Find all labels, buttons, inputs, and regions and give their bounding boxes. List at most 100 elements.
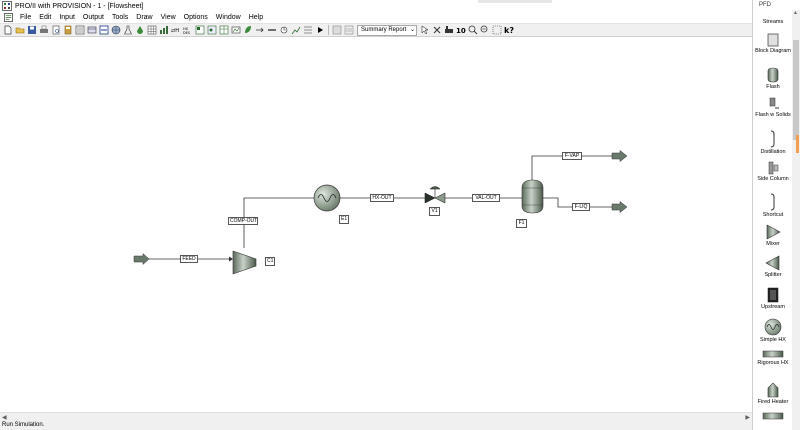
bar-chart-icon [159, 26, 168, 34]
menu-tools[interactable]: Tools [111, 14, 129, 21]
leaf-icon [244, 26, 251, 33]
new-file-button[interactable] [2, 25, 13, 36]
menu-help[interactable]: Help [248, 14, 264, 21]
stream-line-comp-out[interactable] [243, 197, 314, 248]
save-button[interactable] [26, 25, 37, 36]
scroll-right-icon[interactable]: ▶ [745, 415, 750, 421]
close-icon [433, 26, 440, 34]
palette-item-next[interactable] [753, 412, 793, 420]
document-icon[interactable] [4, 13, 13, 22]
unit-label-v1[interactable]: V1 [429, 207, 440, 216]
unit-label-c1[interactable]: C1 [265, 257, 275, 266]
palette-item-splitter[interactable]: Splitter [753, 255, 793, 278]
layout-button[interactable] [194, 25, 205, 36]
product-arrow-f-liq-icon[interactable] [611, 200, 628, 214]
pfd-palette: PFD Streams Block Diagram Flash Flash w … [752, 0, 800, 430]
menu-window[interactable]: Window [215, 14, 241, 21]
stream-line-f-vap[interactable] [531, 155, 612, 181]
pointer-button[interactable] [419, 25, 430, 36]
product-arrow-f-vap-icon[interactable] [611, 149, 628, 163]
stream-label-val-out[interactable]: VAL-OUT [472, 194, 500, 202]
pfd-button[interactable] [206, 25, 217, 36]
palette-item-label: Simple HX [760, 337, 786, 343]
delete-button[interactable] [431, 25, 442, 36]
menu-draw[interactable]: Draw [136, 14, 153, 21]
status-bar: Run Simulation. [0, 421, 752, 430]
palette-item-flash-solids[interactable]: Flash w Solids [753, 97, 793, 118]
palette-resize-handle[interactable] [796, 135, 799, 153]
components-button[interactable] [74, 25, 85, 36]
app-icon [2, 1, 12, 11]
palette-item-side-column[interactable]: Side Column [753, 161, 793, 182]
palette-scrollbar[interactable]: ▲ [792, 10, 800, 430]
palette-item-flash[interactable]: Flash [753, 67, 793, 90]
menu-view[interactable]: View [160, 14, 176, 21]
stream-label-f-liq[interactable]: F-LIQ [572, 203, 590, 211]
stream-label-comp-out[interactable]: COMP-OUT [228, 217, 258, 225]
thermo-button[interactable] [86, 25, 97, 36]
window-title: PRO/II with PROVISION - 1 - [Flowsheet] [15, 2, 144, 10]
heat-exchanger-e1[interactable] [313, 184, 341, 212]
palette-item-shortcut[interactable]: Shortcut [753, 193, 793, 218]
palette-item-rigorous-hx[interactable]: Rigorous HX [753, 349, 793, 366]
palette-item-distillation[interactable]: Distillation [753, 130, 793, 155]
grid-button[interactable] [146, 25, 157, 36]
controller-button[interactable] [278, 25, 289, 36]
horizontal-scrollbar[interactable]: ◀ ▶ [0, 412, 752, 421]
stream-label-feed[interactable]: FEED [180, 255, 198, 263]
bullets-button[interactable] [302, 25, 313, 36]
print-button[interactable] [38, 25, 49, 36]
stream-data-button[interactable] [98, 25, 109, 36]
hx-tool-button[interactable]: ⇄H [170, 25, 181, 36]
palette-item-streams[interactable]: Streams [753, 18, 793, 25]
scroll-up-icon[interactable]: ▲ [793, 10, 798, 16]
open-file-button[interactable] [14, 25, 25, 36]
menu-options[interactable]: Options [183, 14, 208, 21]
stream-label-hx-out[interactable]: HX-OUT [370, 194, 394, 202]
valve-v1[interactable] [424, 186, 446, 204]
palette-item-fired-heater[interactable]: Fired Heater [753, 382, 793, 405]
zoom-fit-button[interactable] [491, 25, 502, 36]
report-format-button[interactable] [343, 25, 354, 36]
palette-item-upstream[interactable]: Upstream [753, 287, 793, 310]
leaf-button[interactable] [242, 25, 253, 36]
pipe-button[interactable] [266, 25, 277, 36]
zoom-100-button[interactable]: 100 [455, 25, 466, 36]
flash-drum-f1[interactable] [521, 179, 544, 214]
unit-label-e1[interactable]: E1 [339, 215, 349, 224]
drop-button[interactable] [134, 25, 145, 36]
globe-button[interactable] [110, 25, 121, 36]
print-preview-button[interactable] [50, 25, 61, 36]
chart-plot-button[interactable] [290, 25, 301, 36]
calculator-button[interactable] [62, 25, 73, 36]
bar-chart-button[interactable] [158, 25, 169, 36]
palette-item-simple-hx[interactable]: Simple HX [753, 318, 793, 343]
report-button[interactable] [331, 25, 342, 36]
report-select[interactable]: Summary Report ⌄ [357, 24, 417, 36]
picture-button[interactable] [230, 25, 241, 36]
help-button[interactable]: k? [503, 25, 514, 36]
menu-file[interactable]: File [20, 14, 32, 21]
feed-arrow-icon[interactable] [133, 252, 150, 266]
flask-button[interactable] [122, 25, 133, 36]
zoom-in-button[interactable] [467, 25, 478, 36]
scroll-left-icon[interactable]: ◀ [2, 415, 7, 421]
palette-scroll-thumb[interactable] [793, 40, 799, 140]
table-icon [219, 25, 228, 35]
menu-edit[interactable]: Edit [39, 14, 52, 21]
menu-input[interactable]: Input [59, 14, 75, 21]
flowsheet-canvas[interactable]: FEED COMP-OUT HX-OUT VAL-OUT F-VAP F-LIQ… [0, 37, 752, 412]
run-button[interactable] [314, 25, 325, 36]
plant-button[interactable] [443, 25, 454, 36]
stream-label-f-vap[interactable]: F-VAP [562, 152, 582, 160]
zoom-out-button[interactable] [479, 25, 490, 36]
palette-item-label: Fired Heater [757, 399, 789, 405]
table-button[interactable] [218, 25, 229, 36]
compressor-c1[interactable] [232, 250, 257, 275]
palette-item-mixer[interactable]: Mixer [753, 224, 793, 247]
unit-label-f1[interactable]: F1 [516, 219, 527, 228]
menu-output[interactable]: Output [82, 14, 104, 21]
stream-tool-button[interactable] [254, 25, 265, 36]
palette-item-block-diagram[interactable]: Block Diagram [753, 33, 793, 54]
